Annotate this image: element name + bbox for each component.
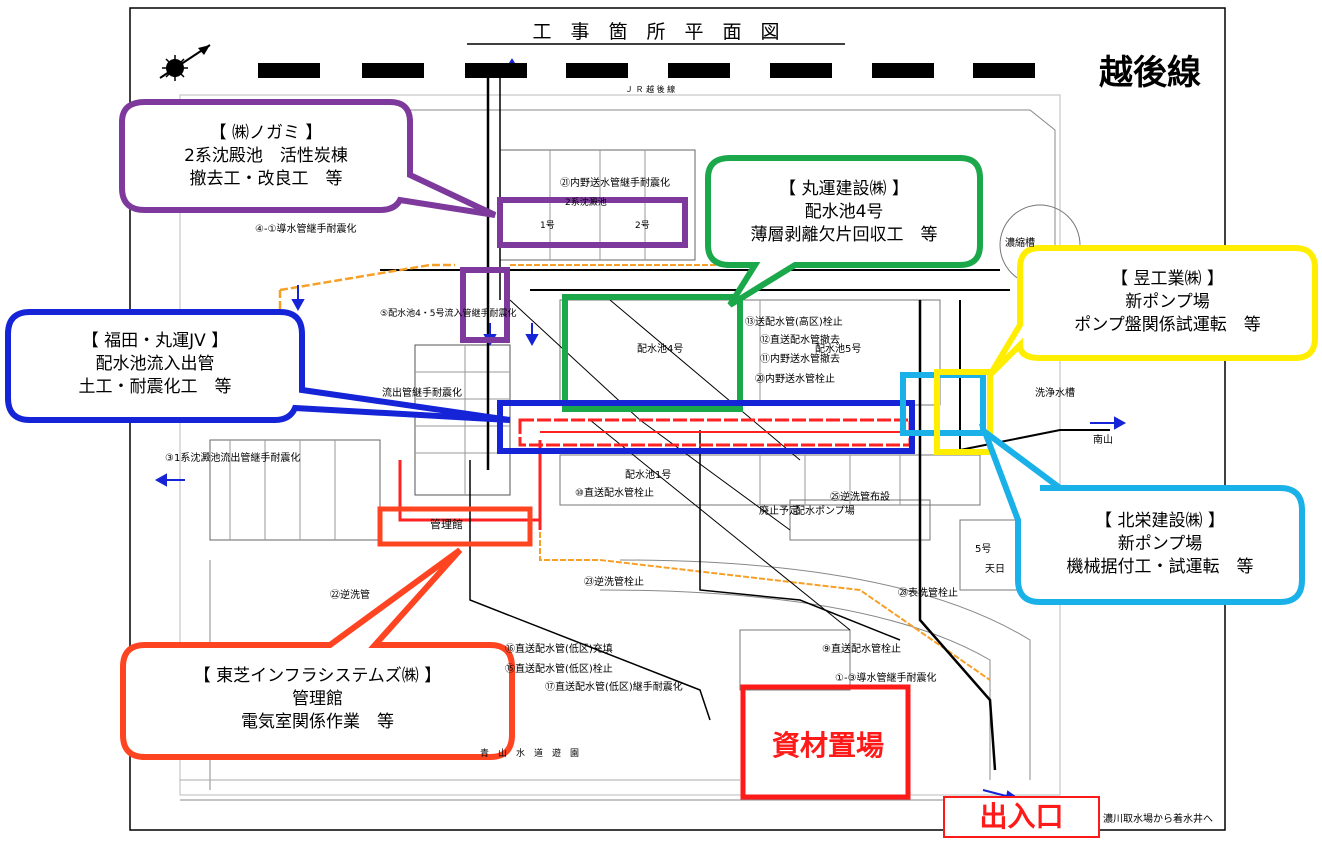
fukuda-line2: 土工・耐震化工 等 [78, 377, 232, 397]
annotation-10: ⑩直送配水管栓止 [575, 486, 654, 499]
hokuei-callout-shape [978, 423, 1305, 605]
abolish-plan-label: 廃止予定 [759, 504, 799, 517]
maruun-area-box [562, 294, 743, 412]
maruun-callout-shape [705, 155, 983, 308]
annotation-28: ㉘表洗管栓止 [898, 586, 958, 599]
toshiba-line2: 電気室関係作業 等 [241, 712, 394, 732]
noguchi-line2: 撤去工・改良工 等 [189, 169, 343, 189]
jr-line-dashes [258, 63, 1035, 78]
hokuei-callout: 【 北栄建設㈱ 】 新ポンプ場 機械据付工・試運転 等 [1018, 510, 1302, 579]
reservoir1-label: 配水池1号 [625, 468, 671, 481]
toshiba-area-box [377, 506, 533, 547]
fukuda-area-box [497, 400, 915, 454]
entrance-box [943, 796, 1100, 838]
maruun-line1: 配水池4号 [804, 202, 884, 222]
annotation-12: ⑫直送配水管撤去 [760, 333, 840, 346]
map-labels: ㉑内野送水管継手耐震化 ④-①導水管継手耐震化 ⑤配水池4・5号流入管継手耐震化… [165, 84, 1213, 825]
maruun-callout: 【 丸運建設㈱ 】 配水池4号 薄層剥離欠片回収工 等 [708, 178, 980, 247]
toshiba-callout-shape [120, 547, 515, 760]
reservoir5-label: 配水池5号 [815, 342, 861, 355]
hokuei-line1: 新ポンプ場 [1117, 534, 1203, 554]
hokuei-line2: 機械据付工・試運転 等 [1066, 557, 1254, 577]
annotation-25: ㉕逆洗管布設 [830, 490, 890, 503]
jr-line-label: Ｊ Ｒ 越 後 線 [625, 84, 675, 94]
hokuei-company: 【 北栄建設㈱ 】 [1095, 511, 1225, 531]
annotation-20: ⑳内野送水管栓止 [755, 372, 835, 385]
annotation-22: ㉒逆洗管 [330, 588, 370, 601]
toshiba-company: 【 東芝インフラシステムズ㈱ 】 [193, 666, 442, 686]
fukuda-callout: 【 福田・丸運JV 】 配水池流入出管 土工・耐震化工 等 [8, 330, 302, 399]
fukuda-company: 【 福田・丸運JV 】 [81, 331, 229, 351]
noguchi-company: 【 ㈱ノガミ 】 [209, 123, 323, 143]
minamiyama-label: 南山 [1093, 433, 1113, 446]
annotation-21: ㉑内野送水管継手耐震化 [560, 176, 670, 189]
annotation-16: ⑯直送配水管(低区)充填 [505, 642, 613, 655]
annotation-23: ㉓逆洗管栓止 [584, 575, 644, 588]
annotation-15: ⑮直送配水管(低区)栓止 [505, 662, 613, 675]
annotation-1-3: ①-③導水管継手耐震化 [835, 671, 937, 684]
material-yard-label: 資材置場 [771, 729, 884, 762]
fukuda-callout-shape [5, 309, 511, 423]
maruun-line2: 薄層剥離欠片回収工 等 [750, 225, 938, 245]
annotation-inlet: 濃川取水場から着水井へ [1103, 812, 1213, 825]
map-background [179, 94, 1081, 801]
pump-station-label: 配水ポンプ場 [795, 504, 855, 517]
sedimentation-no1-label: 1号 [540, 220, 555, 231]
showa-callout: 【 昱工業㈱ 】 新ポンプ場 ポンプ盤関係試運転 等 [1020, 268, 1315, 337]
showa-company: 【 昱工業㈱ 】 [1111, 269, 1224, 289]
wash-tank-label: 洗浄水槽 [1035, 386, 1075, 399]
park-label: 青 山 水 道 遊 園 [480, 747, 579, 759]
reservoir4-label: 配水池4号 [637, 342, 683, 355]
toshiba-line1: 管理館 [292, 689, 343, 709]
maruun-company: 【 丸運建設㈱ 】 [779, 179, 909, 199]
annotation-9: ⑨直送配水管栓止 [822, 642, 901, 655]
entrance-label: 出入口 [979, 800, 1064, 833]
noguchi-callout: 【 ㈱ノガミ 】 2系沈殿池 活性炭棟 撤去工・改良工 等 [122, 122, 410, 191]
noguchi-area-box [497, 197, 688, 248]
sedimentation-no2-label: 2号 [635, 220, 650, 231]
no5-label: 5号 [975, 543, 991, 555]
showa-callout-shape [987, 245, 1318, 378]
material-yard-box [740, 684, 911, 800]
annotation-4-1: ④-①導水管継手耐震化 [255, 222, 357, 235]
showa-line2: ポンプ盤関係試運転 等 [1074, 315, 1261, 335]
annotation-5: ⑤配水池4・5号流入管継手耐震化 [380, 307, 517, 319]
annotation-outflow: 流出管継手耐震化 [382, 386, 462, 399]
noguchi-callout-shape [119, 99, 497, 218]
concentration-tank-label: 濃縮槽 [1005, 236, 1035, 249]
fukuda-line1: 配水池流入出管 [95, 354, 215, 374]
annotation-3: ③1系沈澱池流出管継手耐震化 [165, 451, 300, 464]
sedimentation2-label: 2系沈澱池 [565, 196, 607, 208]
line-name: 越後線 [1099, 53, 1201, 93]
toshiba-callout: 【 東芝インフラシステムズ㈱ 】 管理館 電気室関係作業 等 [123, 665, 512, 734]
showa-area-box [934, 369, 993, 455]
showa-line1: 新ポンプ場 [1125, 292, 1210, 312]
annotation-13: ⑬送配水管(高区)栓止 [745, 315, 843, 328]
annotation-17: ⑰直送配水管(低区)継手耐震化 [545, 680, 683, 693]
noguchi-area-box-2 [460, 267, 510, 343]
management-building-label: 管理館 [430, 517, 463, 531]
noguchi-line1: 2系沈殿池 活性炭棟 [184, 146, 348, 166]
north-arrow-icon [159, 44, 211, 81]
annotation-11: ⑪内野送水管撤去 [760, 352, 840, 365]
page-title: 工 事 箇 所 平 面 図 [532, 21, 779, 43]
tenbi-label: 天日 [985, 564, 1005, 575]
